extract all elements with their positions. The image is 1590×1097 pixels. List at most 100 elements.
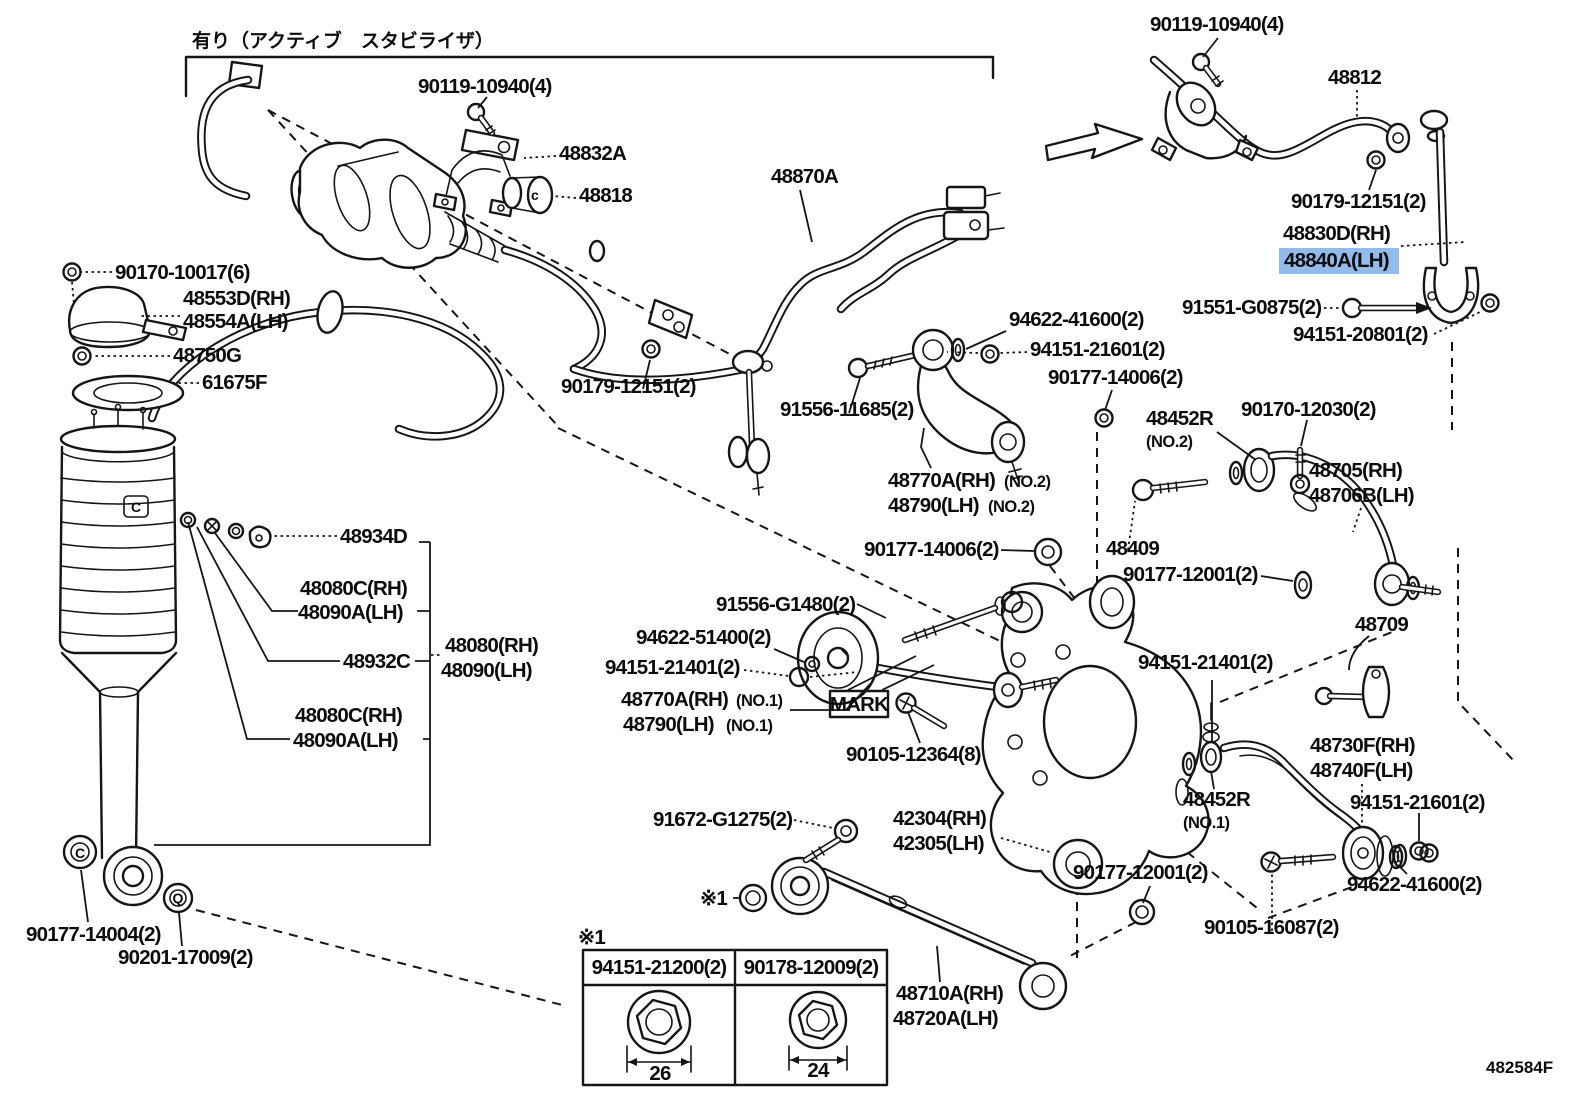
label-90119-10940-right[interactable]: 90119-10940(4)	[1150, 13, 1284, 36]
label-48934d[interactable]: 48934D	[340, 525, 408, 548]
air-shock-absorber	[58, 262, 194, 914]
label-48730f-rh[interactable]: 48730F(RH)	[1310, 734, 1416, 757]
stabilizer-bushing-48818	[501, 175, 554, 215]
label-48832a[interactable]: 48832A	[559, 142, 628, 165]
label-90105-16087[interactable]: 90105-16087(2)	[1204, 916, 1340, 939]
table-marker-ref1: ※1	[578, 926, 605, 949]
label-90179-12151-center[interactable]: 90179-12151(2)	[561, 375, 697, 398]
label-48790-lh-no1[interactable]: 48790(LH)	[623, 713, 715, 736]
label-90201-17009[interactable]: 90201-17009(2)	[118, 946, 254, 969]
labels-layer: 有り（アクティブ スタビライザ） 90119-10940(4) 48832A 4…	[26, 13, 1553, 1085]
label-48818[interactable]: 48818	[579, 184, 633, 207]
stabilizer-bar-and-hose	[147, 185, 1005, 441]
toe-link-no1	[788, 590, 1060, 730]
label-48770a-rh-no2[interactable]: 48770A(RH)	[888, 469, 996, 492]
label-48553d-rh[interactable]: 48553D(RH)	[183, 287, 291, 310]
label-90119-10940-left[interactable]: 90119-10940(4)	[418, 75, 552, 98]
label-48812[interactable]: 48812	[1328, 66, 1382, 89]
label-90170-12030[interactable]: 90170-12030(2)	[1241, 398, 1377, 421]
label-90170-10017[interactable]: 90170-10017(6)	[115, 261, 251, 284]
label-94622-51400[interactable]: 94622-51400(2)	[636, 626, 772, 649]
label-48790-no2-sub: (NO.2)	[988, 498, 1035, 516]
label-48452r-no2-sub: (NO.2)	[1146, 433, 1193, 451]
leader-lines	[80, 37, 1481, 983]
label-48705-rh[interactable]: 48705(RH)	[1309, 459, 1403, 482]
label-48090a-lh-lower[interactable]: 48090A(LH)	[293, 729, 399, 752]
glyph-c-washer: C	[75, 845, 85, 861]
selected-part-highlight	[1279, 248, 1399, 274]
label-48770a-no1-sub: (NO.1)	[736, 692, 783, 710]
label-94151-21601-top[interactable]: 94151-21601(2)	[1030, 338, 1166, 361]
label-94622-41600-top[interactable]: 94622-41600(2)	[1009, 308, 1145, 331]
label-48790-no1-sub: (NO.1)	[726, 717, 773, 735]
label-94151-21401-left[interactable]: 94151-21401(2)	[605, 656, 741, 679]
direction-arrow-icon	[1044, 122, 1144, 162]
label-42304-rh[interactable]: 42304(RH)	[893, 807, 987, 830]
label-90177-14006-top[interactable]: 90177-14006(2)	[1048, 366, 1184, 389]
label-48409[interactable]: 48409	[1106, 537, 1160, 560]
label-48830d-rh[interactable]: 48830D(RH)	[1283, 222, 1391, 245]
bolt-90119-left	[466, 102, 496, 137]
label-94622-41600-bottom[interactable]: 94622-41600(2)	[1347, 873, 1483, 896]
label-48840a-lh-selected[interactable]: 48840A(LH)	[1284, 249, 1390, 272]
label-48080c-rh-lower[interactable]: 48080C(RH)	[295, 704, 403, 727]
strut-rod-48710a	[738, 818, 1068, 1011]
label-48709[interactable]: 48709	[1355, 613, 1409, 636]
glyph-q-washer: Q	[173, 890, 184, 906]
upper-control-arm-no2	[847, 328, 1026, 481]
active-stabilizer-assembly	[197, 60, 506, 269]
label-42305-lh[interactable]: 42305(LH)	[893, 832, 985, 855]
table-header-90178-12009[interactable]: 90178-12009(2)	[744, 956, 880, 979]
label-48452r-no1-sub: (NO.1)	[1183, 814, 1230, 832]
mark-box	[828, 689, 890, 719]
label-48452r-no1[interactable]: 48452R	[1183, 788, 1252, 811]
label-90177-14004[interactable]: 90177-14004(2)	[26, 923, 162, 946]
stabilizer-bracket-48832a	[432, 128, 520, 218]
label-48080-rh[interactable]: 48080(RH)	[445, 634, 539, 657]
label-ref1-nut: ※1	[700, 887, 727, 910]
bar-bracket-and-link	[641, 298, 773, 496]
label-61675f[interactable]: 61675F	[202, 371, 268, 394]
label-94151-20801[interactable]: 94151-20801(2)	[1293, 323, 1429, 346]
misc-small-fasteners	[1033, 408, 1429, 926]
label-48870a[interactable]: 48870A	[771, 165, 840, 188]
label-90177-12001-lower[interactable]: 90177-12001(2)	[1073, 861, 1209, 884]
nut-size-table	[581, 948, 889, 1087]
label-48090a-lh-upper[interactable]: 48090A(LH)	[298, 601, 404, 624]
label-48090-lh[interactable]: 48090(LH)	[441, 659, 533, 682]
active-stabilizer-bracket-line	[184, 55, 995, 98]
label-94151-21401-right[interactable]: 94151-21401(2)	[1138, 651, 1274, 674]
lower-arm-48730f	[1181, 702, 1439, 881]
label-91551-g0875[interactable]: 91551-G0875(2)	[1182, 296, 1322, 319]
label-48706b-lh[interactable]: 48706B(LH)	[1309, 484, 1415, 507]
label-48770a-rh-no1[interactable]: 48770A(RH)	[621, 688, 729, 711]
label-90177-14006-center[interactable]: 90177-14006(2)	[864, 538, 1000, 561]
label-48710a-rh[interactable]: 48710A(RH)	[896, 982, 1004, 1005]
label-48720a-lh[interactable]: 48720A(LH)	[893, 1007, 999, 1030]
glyph-c-bushing: c	[531, 187, 539, 203]
stabilizer-bar-48812	[1149, 52, 1411, 170]
label-48554a-lh[interactable]: 48554A(LH)	[183, 310, 289, 333]
label-91556-11685[interactable]: 91556-11685(2)	[780, 398, 914, 421]
label-91556-g1480[interactable]: 91556-G1480(2)	[716, 593, 856, 616]
label-91672-g1275[interactable]: 91672-G1275(2)	[653, 808, 793, 831]
label-48770a-no2-sub: (NO.2)	[1004, 473, 1051, 491]
label-48932c[interactable]: 48932C	[343, 650, 412, 673]
table-dim-26: 26	[649, 1062, 671, 1085]
note-active-stabilizer: 有り（アクティブ スタビライザ）	[192, 29, 494, 52]
label-48750g[interactable]: 48750G	[173, 344, 242, 367]
label-48790-lh-no2[interactable]: 48790(LH)	[888, 494, 980, 517]
label-90179-12151-right[interactable]: 90179-12151(2)	[1291, 190, 1427, 213]
label-90105-12364[interactable]: 90105-12364(8)	[846, 743, 982, 766]
label-90177-12001-upper[interactable]: 90177-12001(2)	[1123, 563, 1259, 586]
label-48740f-lh[interactable]: 48740F(LH)	[1310, 759, 1413, 782]
label-48080c-rh-upper[interactable]: 48080C(RH)	[300, 577, 408, 600]
stabilizer-link-48830d	[1341, 109, 1500, 325]
table-header-94151-21200[interactable]: 94151-21200(2)	[592, 956, 728, 979]
label-mark: MARK	[830, 693, 889, 716]
label-48452r-no2[interactable]: 48452R	[1146, 407, 1215, 430]
bolt-48709	[1314, 665, 1391, 719]
rear-upper-arm-48705	[1131, 446, 1442, 607]
label-94151-21601-bottom[interactable]: 94151-21601(2)	[1350, 791, 1486, 814]
